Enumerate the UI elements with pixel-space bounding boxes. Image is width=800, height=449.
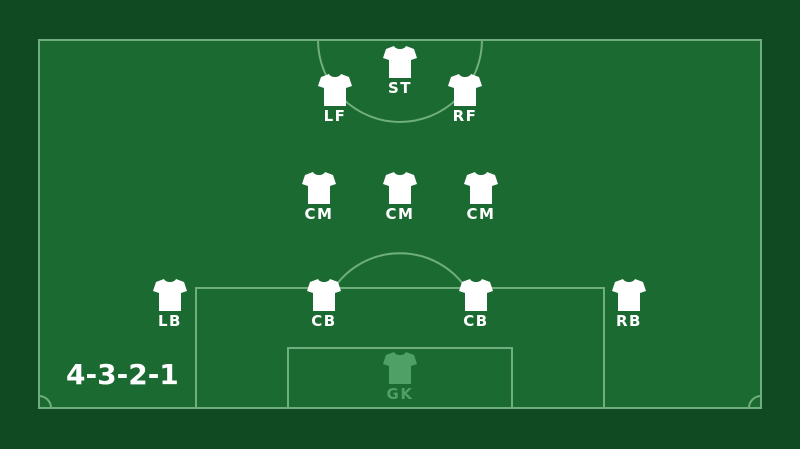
shirt-icon	[383, 46, 417, 78]
position-label: CB	[463, 312, 489, 330]
player-rf: RF	[435, 74, 495, 125]
position-label: GK	[386, 385, 414, 403]
shirt-icon	[448, 74, 482, 106]
player-cm: CM	[289, 172, 349, 223]
penalty-arc	[333, 252, 467, 289]
position-label: ST	[387, 79, 413, 97]
shirt-icon	[612, 279, 646, 311]
position-label: CB	[311, 312, 337, 330]
player-gk: GK	[370, 352, 430, 403]
player-cb: CB	[294, 279, 354, 330]
formation-label: 4-3-2-1	[66, 358, 179, 391]
goal-area	[287, 347, 513, 409]
player-lb: LB	[140, 279, 200, 330]
shirt-icon	[302, 172, 336, 204]
player-cm: CM	[451, 172, 511, 223]
shirt-icon	[464, 172, 498, 204]
player-rb: RB	[599, 279, 659, 330]
player-st: ST	[370, 46, 430, 97]
position-label: RB	[616, 312, 642, 330]
shirt-icon	[307, 279, 341, 311]
position-label: CM	[385, 205, 415, 223]
position-label: LF	[323, 107, 347, 125]
pitch-outline	[38, 39, 762, 409]
position-label: LB	[158, 312, 182, 330]
shirt-icon	[459, 279, 493, 311]
corner-arc-right	[748, 395, 762, 409]
shirt-icon	[153, 279, 187, 311]
corner-arc-left	[38, 395, 52, 409]
position-label: CM	[466, 205, 496, 223]
position-label: CM	[304, 205, 334, 223]
position-label: RF	[452, 107, 478, 125]
shirt-icon	[383, 172, 417, 204]
player-lf: LF	[305, 74, 365, 125]
player-cb: CB	[446, 279, 506, 330]
shirt-icon	[383, 352, 417, 384]
shirt-icon	[318, 74, 352, 106]
player-cm: CM	[370, 172, 430, 223]
